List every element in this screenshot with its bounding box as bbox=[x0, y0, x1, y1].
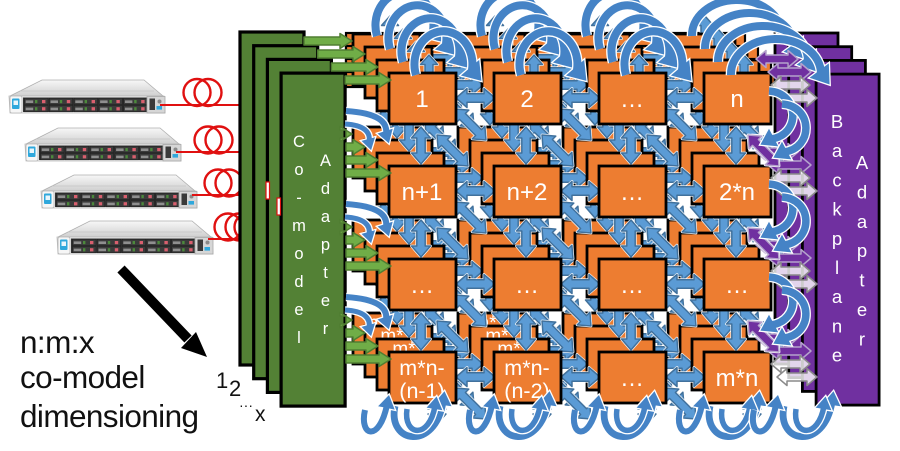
svg-text:n: n bbox=[730, 86, 743, 113]
svg-text:1: 1 bbox=[216, 368, 228, 393]
svg-text:l: l bbox=[835, 257, 839, 278]
svg-text:p: p bbox=[857, 240, 867, 261]
svg-text:…: … bbox=[620, 179, 644, 206]
svg-text:d: d bbox=[857, 181, 867, 202]
svg-text:2: 2 bbox=[520, 86, 533, 113]
svg-text:m*n: m*n bbox=[716, 365, 759, 392]
svg-text:a: a bbox=[857, 211, 868, 232]
svg-text:p: p bbox=[321, 236, 330, 254]
svg-text:n:m:x: n:m:x bbox=[20, 324, 95, 360]
svg-text:x: x bbox=[255, 403, 266, 426]
svg-text:…: … bbox=[725, 272, 749, 299]
svg-text:r: r bbox=[323, 320, 329, 338]
svg-text:o: o bbox=[294, 245, 303, 263]
svg-text:p: p bbox=[832, 228, 842, 249]
svg-text:t: t bbox=[859, 270, 864, 291]
svg-text:n+1: n+1 bbox=[402, 179, 443, 206]
svg-text:n+2: n+2 bbox=[507, 179, 548, 206]
svg-text:co-model: co-model bbox=[20, 359, 145, 395]
svg-text:k: k bbox=[832, 199, 842, 220]
svg-text:m*n-: m*n- bbox=[504, 356, 549, 380]
svg-text:a: a bbox=[832, 140, 843, 161]
svg-text:a: a bbox=[832, 286, 843, 307]
svg-text:a: a bbox=[321, 208, 331, 226]
svg-text:t: t bbox=[323, 264, 328, 282]
svg-text:A: A bbox=[856, 152, 869, 173]
svg-text:e: e bbox=[294, 301, 303, 319]
svg-text:c: c bbox=[832, 169, 841, 190]
svg-text:…: … bbox=[410, 272, 434, 299]
svg-text:r: r bbox=[859, 328, 865, 349]
svg-text:2: 2 bbox=[229, 376, 241, 401]
svg-text:…: … bbox=[515, 272, 539, 299]
svg-text:…: … bbox=[620, 272, 644, 299]
svg-text:-: - bbox=[296, 189, 302, 207]
svg-text:…: … bbox=[620, 86, 644, 113]
svg-text:m: m bbox=[292, 217, 306, 235]
svg-text:C: C bbox=[293, 133, 305, 151]
svg-text:dimensioning: dimensioning bbox=[20, 398, 198, 434]
svg-text:d: d bbox=[321, 180, 330, 198]
svg-text:d: d bbox=[294, 273, 303, 291]
svg-text:A: A bbox=[320, 152, 331, 170]
svg-text:···: ··· bbox=[239, 397, 253, 413]
svg-text:…: … bbox=[620, 365, 644, 392]
svg-text:e: e bbox=[832, 345, 842, 366]
svg-text:1: 1 bbox=[415, 86, 428, 113]
svg-text:e: e bbox=[321, 292, 330, 310]
svg-text:B: B bbox=[831, 111, 843, 132]
svg-text:e: e bbox=[857, 299, 867, 320]
svg-text:o: o bbox=[294, 161, 303, 179]
svg-text:2*n: 2*n bbox=[719, 179, 755, 206]
svg-text:n: n bbox=[832, 315, 842, 336]
svg-text:m*n-: m*n- bbox=[399, 356, 444, 380]
svg-text:l: l bbox=[297, 329, 301, 347]
